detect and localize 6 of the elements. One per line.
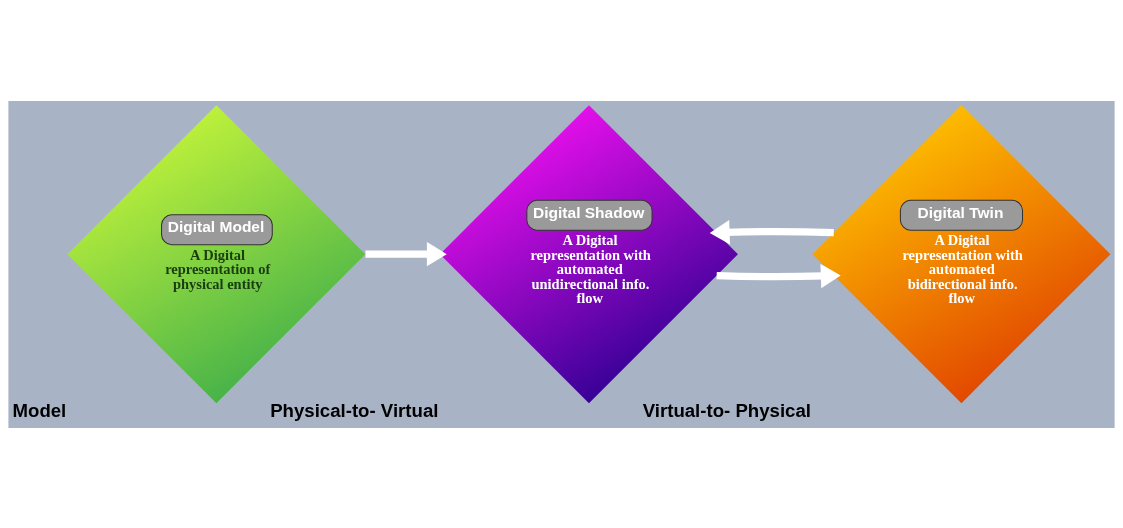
node-diamond: Digital Twin A Digital representation with automated bidirectional info. flow (812, 104, 1111, 403)
arrow (365, 241, 447, 266)
arrow (716, 263, 841, 288)
node-label: Model (12, 399, 67, 421)
arrow (709, 219, 834, 244)
node-diamond: Digital Model A Digital representation of physical entity (67, 104, 366, 403)
